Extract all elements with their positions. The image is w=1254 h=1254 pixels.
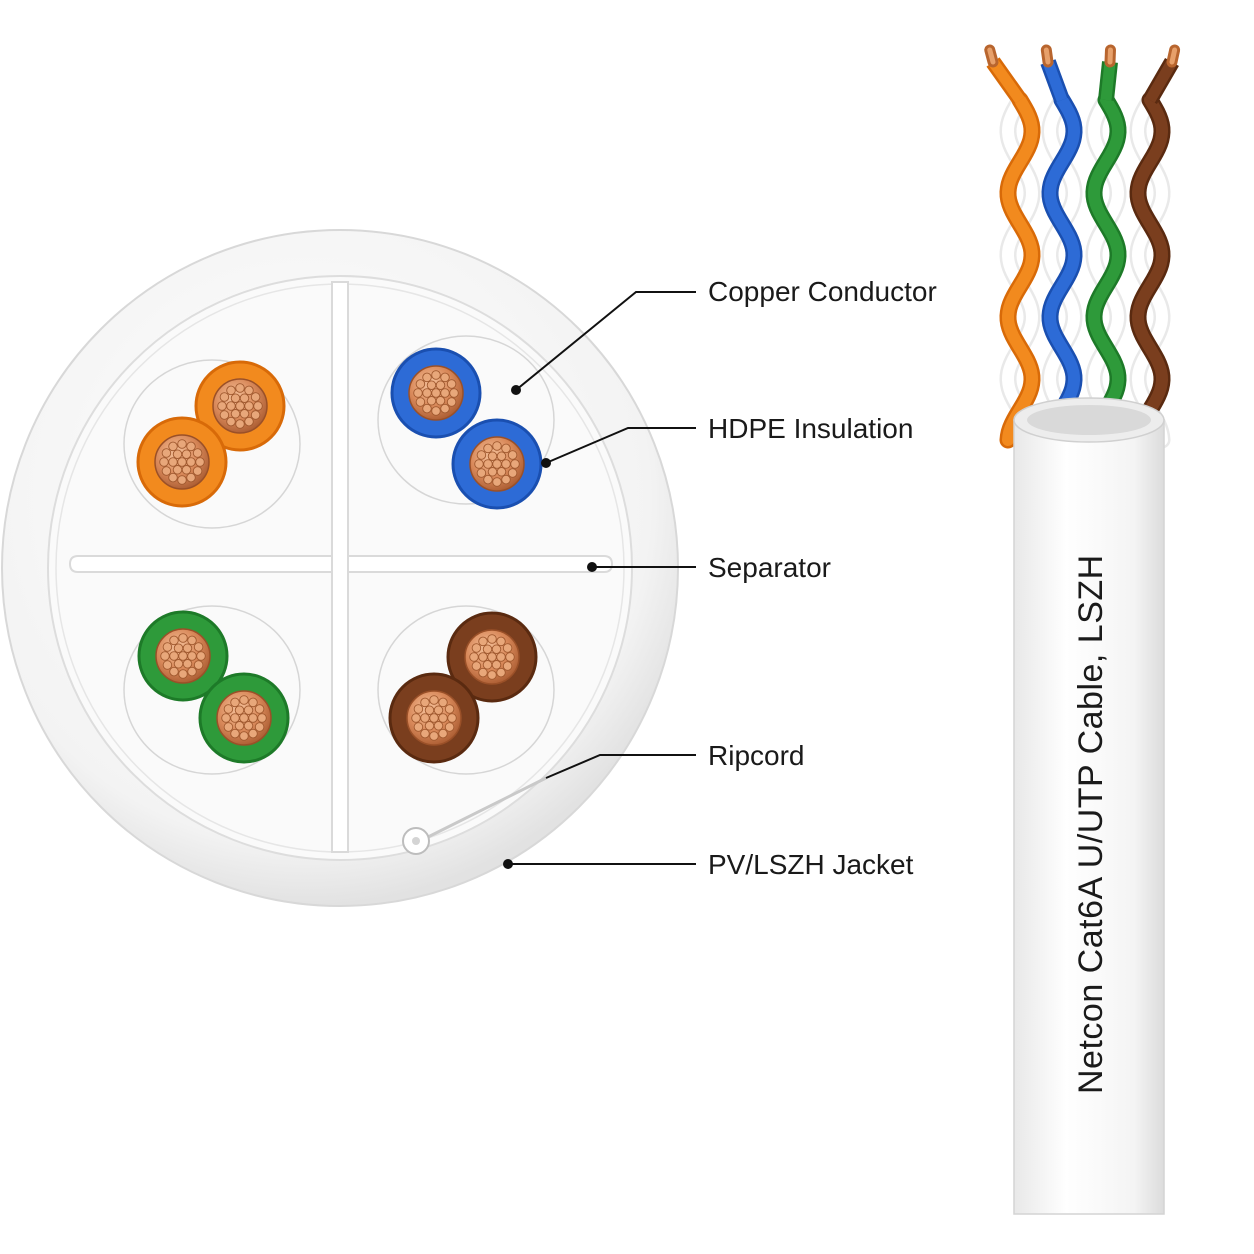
twisted-pairs (984, 44, 1181, 449)
label-separator: Separator (708, 552, 831, 583)
label-jacket: PV/LSZH Jacket (708, 849, 914, 880)
brown-pair-cross-section (388, 611, 538, 764)
channel-top-right (377, 335, 555, 505)
jacket-opening-inner (1027, 405, 1151, 435)
insulated-conductor (451, 418, 543, 510)
green-pair-twisted (1085, 44, 1127, 449)
conductor-group (136, 347, 543, 764)
green-pair-cross-section (137, 610, 290, 764)
callout-jacket: PV/LSZH Jacket (503, 849, 914, 880)
blue-pair-twisted (1040, 44, 1083, 449)
insulated-conductor (137, 610, 229, 702)
orange-pair-twisted (984, 44, 1041, 449)
cable-print-text: Netcon Cat6A U/UTP Cable, LSZH (1072, 554, 1110, 1094)
orange-pair-cross-section (136, 360, 286, 508)
channel-bottom-right (377, 605, 555, 775)
label-copper-conductor: Copper Conductor (708, 276, 937, 307)
label-hdpe-insulation: HDPE Insulation (708, 413, 913, 444)
insulated-conductor (136, 416, 228, 508)
callout-hdpe-insulation: HDPE Insulation (541, 413, 913, 468)
insulated-conductor (388, 672, 480, 764)
callout-ripcord: Ripcord (545, 740, 804, 779)
callout-separator: Separator (587, 552, 831, 583)
separator-cross (68, 281, 614, 853)
channel-bottom-left (123, 605, 301, 775)
brown-pair-twisted (1129, 44, 1181, 449)
cross-section (1, 229, 679, 907)
insulated-conductor (198, 672, 290, 764)
insulated-conductor (194, 360, 286, 452)
insulated-conductor (390, 347, 482, 439)
blue-pair-cross-section (390, 347, 543, 510)
cable-side-view: Netcon Cat6A U/UTP Cable, LSZH (984, 44, 1181, 1215)
insulated-conductor (446, 611, 538, 703)
label-ripcord: Ripcord (708, 740, 804, 771)
channel-top-left (123, 359, 301, 529)
ripcord (402, 776, 547, 855)
callout-copper-conductor: Copper Conductor (511, 276, 937, 395)
